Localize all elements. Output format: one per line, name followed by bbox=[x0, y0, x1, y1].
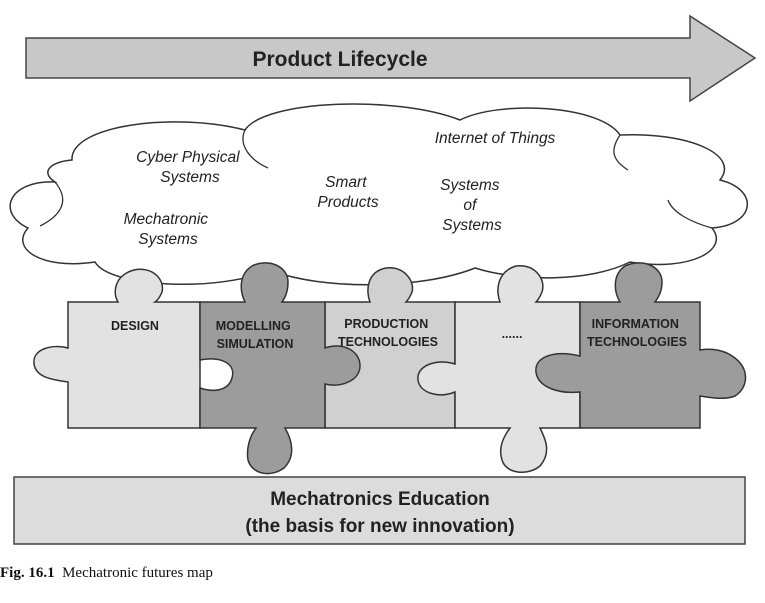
concept-cloud: Cyber Physical Systems Mechatronic Syste… bbox=[9, 103, 749, 286]
arrow-shape bbox=[25, 14, 757, 103]
cloud-item-internet-of-things: Internet of Things bbox=[435, 130, 556, 147]
puzzle-piece-modelling-simulation bbox=[199, 262, 361, 475]
puzzle-piece-design bbox=[33, 268, 201, 429]
cloud-inner-curve bbox=[39, 181, 64, 227]
figure-caption-text: Mechatronic futures map bbox=[62, 565, 213, 581]
puzzle-piece-placeholder bbox=[417, 265, 581, 473]
technology-puzzle: DESIGN MODELLING SIMULATION PRODUCTION T… bbox=[33, 262, 747, 475]
arrow-label: Product Lifecycle bbox=[252, 48, 427, 71]
mechatronics-education-base: Mechatronics Education (the basis for ne… bbox=[13, 476, 746, 545]
puzzle-label-modelling-simulation: MODELLING SIMULATION bbox=[216, 319, 294, 351]
base-title: Mechatronics Education bbox=[270, 489, 490, 510]
puzzle-label-production-technologies: PRODUCTION TECHNOLOGIES bbox=[338, 317, 438, 349]
cloud-inner-curve bbox=[242, 129, 269, 169]
figure-caption-label: Fig. 16.1 bbox=[0, 565, 55, 581]
cloud-inner-curve bbox=[613, 134, 629, 171]
base-subtitle: (the basis for new innovation) bbox=[245, 516, 514, 537]
cloud-item-cyber-physical-systems: Cyber Physical Systems bbox=[136, 149, 244, 186]
cloud-inner-curve bbox=[667, 199, 713, 229]
product-lifecycle-arrow: Product Lifecycle bbox=[25, 14, 757, 103]
puzzle-label-information-technologies: INFORMATION TECHNOLOGIES bbox=[587, 317, 687, 349]
puzzle-label-placeholder: ...... bbox=[502, 327, 523, 341]
base-box bbox=[13, 476, 746, 545]
puzzle-piece-information-technologies bbox=[535, 262, 747, 429]
cloud-shape bbox=[9, 103, 749, 286]
cloud-item-systems-of-systems: Systems of Systems bbox=[440, 177, 504, 234]
puzzle-label-design: DESIGN bbox=[111, 319, 159, 333]
cloud-item-mechatronic-systems: Mechatronic Systems bbox=[124, 211, 213, 248]
figure-caption: Fig. 16.1 Mechatronic futures map bbox=[0, 565, 213, 582]
cloud-item-smart-products: Smart Products bbox=[317, 174, 378, 211]
